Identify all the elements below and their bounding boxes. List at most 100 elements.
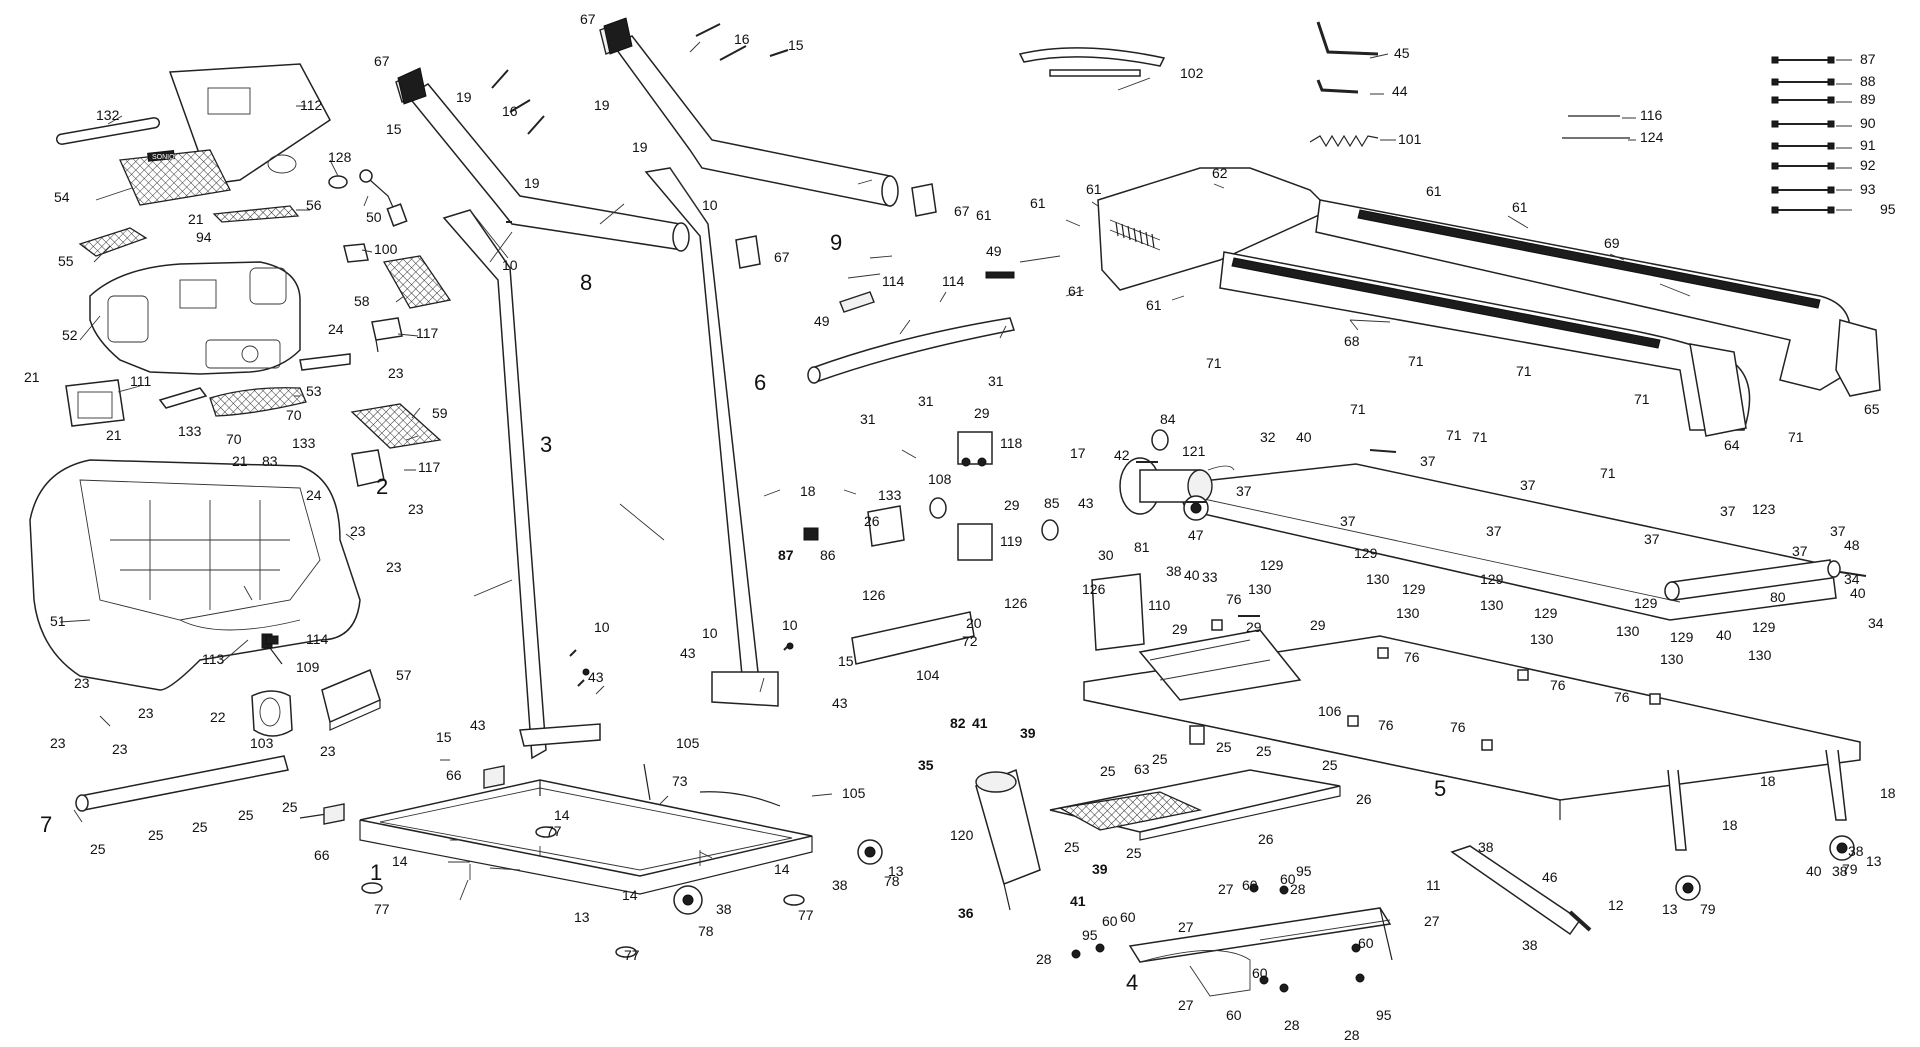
leader-lines [59,41,1852,901]
callout-114: 114 [306,631,329,647]
part-117-bracket-lower [351,449,385,487]
callout-27: 27 [1218,881,1234,897]
callout-43: 43 [588,669,604,685]
callout-76: 76 [1378,717,1394,733]
part-7-crossbar [75,755,289,812]
callout-52: 52 [62,327,78,343]
part-64-endcap [1689,343,1747,437]
callout-133: 133 [878,487,902,503]
callout-60: 60 [1102,913,1118,929]
callout-129: 129 [1670,629,1694,645]
callout-133: 133 [178,423,202,439]
callout-129: 129 [1260,557,1284,573]
callout-60: 60 [1252,965,1268,981]
callout-23: 23 [320,743,336,759]
callout-13: 13 [1866,853,1882,869]
callout-34: 34 [1868,615,1884,631]
callout-13: 13 [574,909,590,925]
callout-56: 56 [306,197,322,213]
callout-60: 60 [1120,909,1136,925]
callout-18: 18 [1880,785,1896,801]
callout-29: 29 [1246,619,1262,635]
callout-10: 10 [702,197,718,213]
callout-25: 25 [192,819,208,835]
part-118-box [957,431,993,467]
callout-101: 101 [1398,131,1422,147]
callout-105: 105 [676,735,700,751]
part-67-cap-4 [911,183,937,217]
callout-61: 61 [976,207,992,223]
callout-58: 58 [354,293,370,309]
callout-5: 5 [1434,776,1446,801]
part-132-rod [55,117,161,145]
callout-60: 60 [1280,871,1296,887]
callout-29: 29 [1004,497,1020,513]
callout-15: 15 [386,121,402,137]
callout-29: 29 [1310,617,1326,633]
part-67-cap-3 [735,235,761,269]
part-67-cap [397,67,427,105]
callout-25: 25 [1100,763,1116,779]
part-120-motor [975,768,1041,911]
part-54-grille: SONIQ [119,149,231,206]
callout-79: 79 [1842,861,1858,877]
callout-30: 30 [1098,547,1114,563]
callout-25: 25 [1216,739,1232,755]
callout-130: 130 [1248,581,1272,597]
callout-9: 9 [830,230,842,255]
part-67-cap-2 [603,17,633,55]
callout-45: 45 [1394,45,1410,61]
callout-16: 16 [734,31,750,47]
callout-77: 77 [798,907,814,923]
callout-40: 40 [1850,585,1866,601]
callout-10: 10 [782,617,798,633]
callout-130: 130 [1748,647,1772,663]
callout-28: 28 [1036,951,1052,967]
part-63-tray [1049,769,1341,841]
part-59-grip [350,403,442,449]
callout-104: 104 [916,667,940,683]
callout-126: 126 [1004,595,1028,611]
part-133-bracket [867,505,905,547]
callout-70: 70 [286,407,302,423]
callout-26: 26 [1356,791,1372,807]
callout-110: 110 [1148,597,1171,613]
callout-71: 71 [1350,401,1366,417]
part-111-board [65,379,125,427]
callout-71: 71 [1600,465,1616,481]
callout-15: 15 [788,37,804,53]
callout-18: 18 [1722,817,1738,833]
callout-68: 68 [1344,333,1360,349]
callout-37: 37 [1520,477,1536,493]
callout-21: 21 [24,369,40,385]
callout-28: 28 [1290,881,1306,897]
callout-83: 83 [262,453,278,469]
callout-37: 37 [1420,453,1436,469]
callout-105: 105 [842,785,866,801]
callout-129: 129 [1752,619,1776,635]
callout-7: 7 [40,812,52,837]
callout-133: 133 [292,435,316,451]
callout-38: 38 [1832,863,1848,879]
callout-65: 65 [1864,401,1880,417]
callout-61: 61 [1086,181,1102,197]
callout-50: 50 [366,209,382,225]
callout-13: 13 [1662,901,1678,917]
callout-112: 112 [300,97,323,113]
callout-22: 22 [210,709,226,725]
callout-38: 38 [1848,843,1864,859]
part-66-pad-2 [483,765,505,789]
panel-logo-text: SONIQ [152,154,175,161]
callout-123: 123 [1752,501,1776,517]
callout-92: 92 [1860,157,1876,173]
callout-23: 23 [138,705,154,721]
callout-59: 59 [432,405,448,421]
callout-130: 130 [1480,597,1504,613]
callout-26: 26 [1258,831,1274,847]
callout-117: 117 [418,459,441,475]
callout-73: 73 [672,773,688,789]
callout-95: 95 [1082,927,1098,943]
callout-18: 18 [1760,773,1776,789]
